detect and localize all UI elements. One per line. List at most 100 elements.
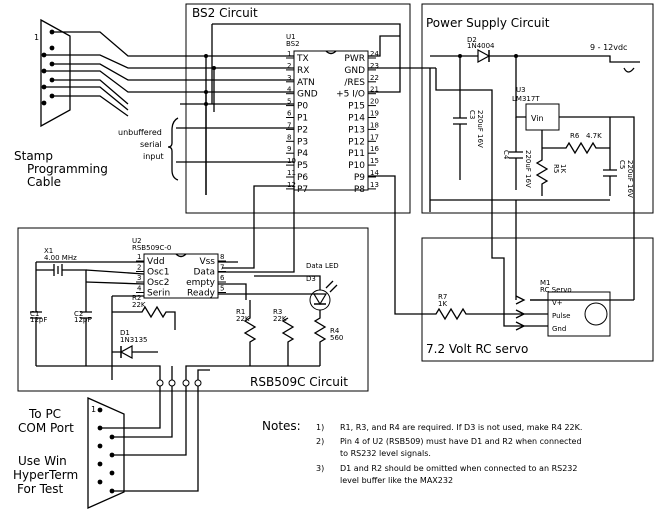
r6-resistor <box>542 141 610 155</box>
unbuffered-label-2: serial <box>140 140 162 149</box>
top-loop-wire <box>212 23 401 93</box>
r2-resistor <box>132 305 176 330</box>
d3-led <box>309 280 338 311</box>
u1-pin-3-number: 3 <box>287 74 291 82</box>
cable-wire-7 <box>52 95 129 117</box>
bs2-circuit-title: BS2 Circuit <box>192 6 258 20</box>
unbuffered-label-3: input <box>143 152 164 161</box>
note-2-num: 2) <box>316 437 324 446</box>
r4-val: 560 <box>330 334 343 342</box>
u1-pin-15-name: P10 <box>348 161 365 171</box>
c4-ref: C4 <box>502 150 510 160</box>
pc-wire-2 <box>100 386 161 429</box>
stamp-cable-line1: Stamp <box>14 149 53 163</box>
terminal-3 <box>182 379 190 387</box>
r4-ref: R4 <box>330 327 340 335</box>
stamp-connector-pin1-label: 1 <box>34 33 39 42</box>
u2-pin-7-name: Data <box>194 268 216 278</box>
r7-ref: R7 <box>438 293 447 301</box>
power-supply-box <box>421 3 654 214</box>
u1-part: BS2 <box>286 40 300 48</box>
u1-pin-13-number: 13 <box>370 181 379 189</box>
u2-pin-6-number: 6 <box>220 274 225 282</box>
r6-val: 4.7K <box>586 132 602 140</box>
note-3-line-1: D1 and R2 should be omitted when connect… <box>340 464 577 473</box>
servo-pin-vplus: V+ <box>552 299 563 307</box>
d3-ref: D3 <box>306 275 316 283</box>
u3-vin-label: Vin <box>531 114 544 123</box>
servo-pin-pulse: Pulse <box>552 312 570 320</box>
u1-pin-23-name: GND <box>344 66 365 76</box>
u1-pin-14-number: 14 <box>370 169 379 177</box>
servo-pin-wires <box>530 299 548 327</box>
gnd-wire <box>44 70 294 93</box>
u1-pin-7-name: P2 <box>297 125 308 135</box>
terminal-4 <box>194 379 202 387</box>
tx-wire <box>52 31 294 57</box>
c2-val: 12pF <box>74 316 91 324</box>
u2-pin-6-name: empty <box>186 278 216 288</box>
x1-ref: X1 <box>44 247 53 255</box>
u1-pin-1-number: 1 <box>287 50 291 58</box>
u1-pin-19-name: P14 <box>348 114 365 124</box>
u1-bs2-chip <box>293 50 369 191</box>
u1-pin-4-name: GND <box>297 90 318 100</box>
u1-pin-9-name: P4 <box>297 149 308 159</box>
c2-capacitor <box>80 276 92 366</box>
u2-pin-3-number: 3 <box>137 274 141 282</box>
p9-wire <box>368 175 420 315</box>
note-1-line-1: R1, R3, and R4 are required. If D3 is no… <box>340 423 582 432</box>
c4-val: 220uF 16V <box>524 150 532 188</box>
led-feed-wire <box>254 275 321 290</box>
r5-resistor <box>535 148 549 196</box>
c5-ref: C5 <box>618 160 626 169</box>
u1-pin-3-name: ATN <box>297 78 315 88</box>
note-3-num: 3) <box>316 464 324 473</box>
stamp-cable-line2: Programming <box>27 162 108 176</box>
u3-val: LM317T <box>512 95 540 103</box>
r3-ref: R3 <box>273 308 282 316</box>
servo-pin-gnd: Gnd <box>552 325 566 333</box>
r2-val: 22K <box>132 301 146 309</box>
m1-val: RC Servo <box>540 286 572 294</box>
u1-pin-2-name: RX <box>297 66 309 76</box>
r5-ref: R5 <box>552 164 560 173</box>
u1-pin-15-number: 15 <box>370 157 379 165</box>
p7-wire <box>222 185 294 269</box>
vin-rail <box>430 55 640 63</box>
u3-ref: U3 <box>516 86 526 94</box>
pc-label-6: For Test <box>17 482 63 496</box>
u2-pin-5-name: Ready <box>187 289 216 299</box>
u3-output-wire <box>559 116 635 300</box>
m1-ref: M1 <box>540 279 551 287</box>
u2-ref: U2 <box>132 237 142 245</box>
u2-pin-3-name: Osc2 <box>147 278 169 288</box>
d2-ref: D2 <box>467 36 477 44</box>
note-2-line-1: Pin 4 of U2 (RSB509) must have D1 and R2… <box>340 437 582 446</box>
pwr-wire <box>368 35 400 57</box>
u2-pin-5-number: 5 <box>220 285 224 293</box>
u2-pin-1-name: Vdd <box>147 257 165 267</box>
cable-wire-6 <box>44 86 129 111</box>
u1-pin-5-number: 5 <box>287 98 291 106</box>
supply-label: 9 - 12vdc <box>590 43 627 52</box>
u1-pin-11-name: P6 <box>297 173 308 183</box>
terminal-2 <box>168 379 176 387</box>
u2-pin-4-name: Serin <box>147 289 170 299</box>
u2-rsb509-chip <box>143 253 219 299</box>
u1-pin-12-name: P7 <box>297 185 308 195</box>
u2-pin-8-name: Vss <box>199 257 215 267</box>
r6-ref: R6 <box>570 132 580 140</box>
c1-capacitor <box>30 262 42 366</box>
servo-horn <box>584 302 608 326</box>
x1-val: 4.00 MHz <box>44 254 77 262</box>
u2-pin-2-number: 2 <box>137 264 141 272</box>
u1-pin-16-name: P11 <box>348 149 365 159</box>
unbuffered-brace <box>167 117 179 181</box>
data-wire <box>218 186 295 273</box>
terminal-1 <box>156 379 164 387</box>
servo-connector <box>515 295 526 331</box>
u1-pin-13-name: P8 <box>354 185 365 195</box>
r1-ref: R1 <box>236 308 245 316</box>
